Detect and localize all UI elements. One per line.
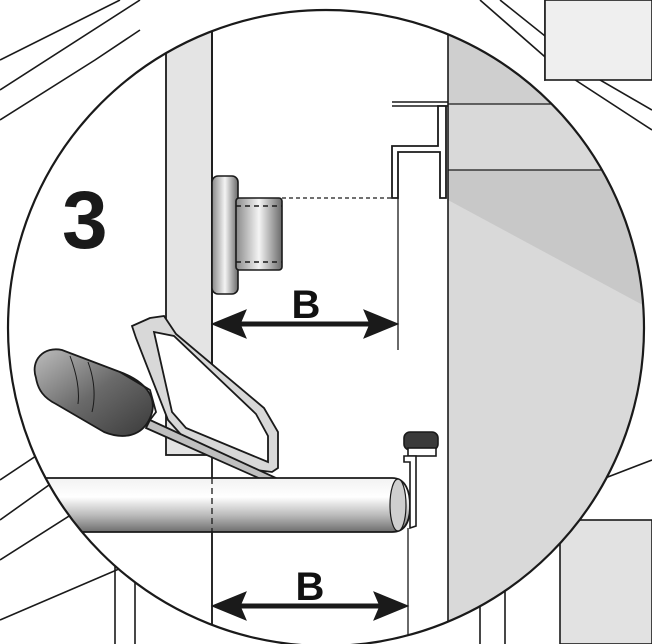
step-number: 3 [62,175,108,266]
curtain-rail-icon [19,477,411,533]
magnifier-circle [6,8,646,644]
measurement-arrow-icon [210,309,400,339]
dimension-label-top: B [292,283,321,327]
rail-end-cap-icon [211,175,283,295]
wall-bracket-icon [391,105,447,199]
wall-bracket-icon [403,431,439,530]
dimension-label-bottom: B [296,565,325,609]
hacksaw-icon [33,315,279,486]
measurement-arrow-icon [210,591,410,621]
